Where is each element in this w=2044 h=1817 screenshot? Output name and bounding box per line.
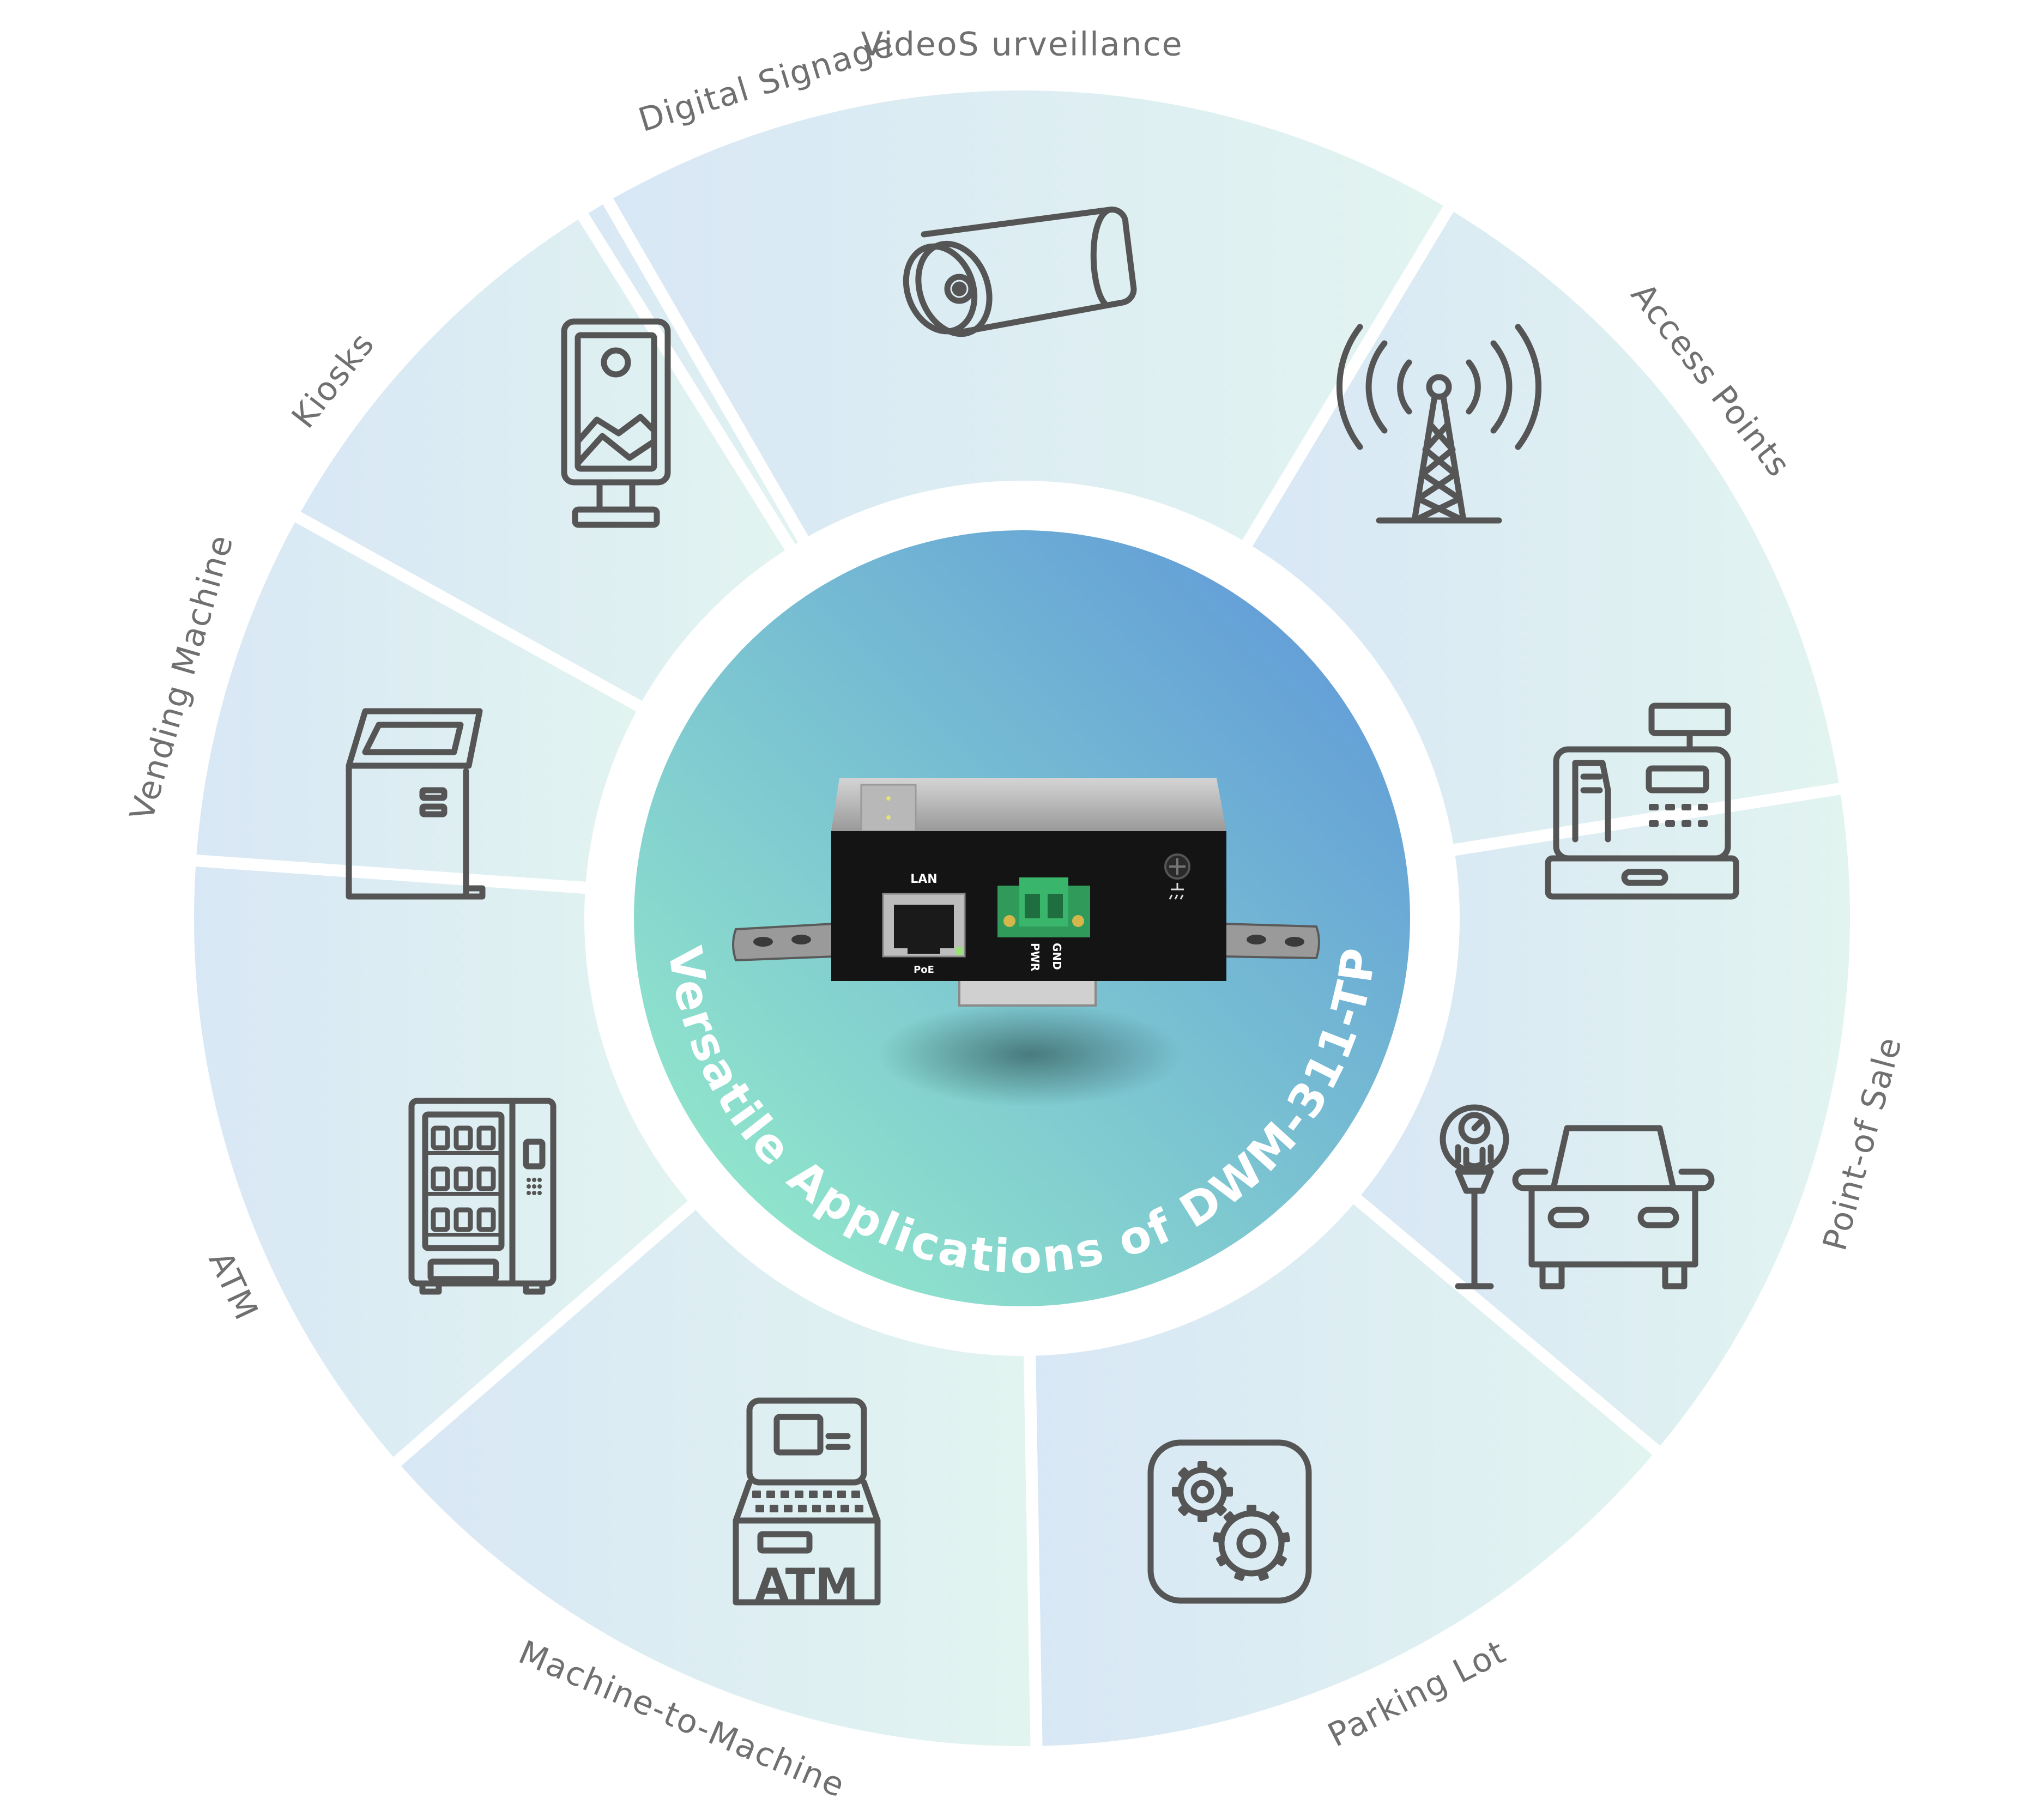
signage-icon — [561, 318, 671, 528]
vending-machine-icon — [408, 1098, 557, 1295]
label-video-surveillance: VideoS urveillance — [861, 26, 1183, 64]
center-hub: LAN PoE PWR GND Versatile Applications o… — [590, 487, 1454, 1350]
segment-kiosks — [284, 203, 802, 717]
poe-label: PoE — [914, 964, 934, 976]
pwr-label: PWR — [1029, 943, 1042, 971]
camera-icon — [903, 207, 1137, 337]
gnd-label: GND — [1050, 943, 1063, 970]
gears-icon — [1147, 1439, 1312, 1604]
dwm-311-tp-device: LAN PoE PWR GND — [732, 778, 1320, 1007]
antenna-tower-icon — [1336, 324, 1542, 524]
parking-car-icon — [1440, 1104, 1715, 1289]
cash-register-icon — [1545, 702, 1739, 900]
segment-vending-machine — [183, 506, 653, 895]
atm-icon: ATM — [733, 1397, 881, 1610]
icons-layer: ATM — [346, 207, 1739, 1610]
atm-icon-text: ATM — [755, 1559, 858, 1610]
segments-layer — [182, 78, 1862, 1758]
lan-label: LAN — [910, 873, 937, 886]
kiosk-icon — [346, 708, 486, 900]
